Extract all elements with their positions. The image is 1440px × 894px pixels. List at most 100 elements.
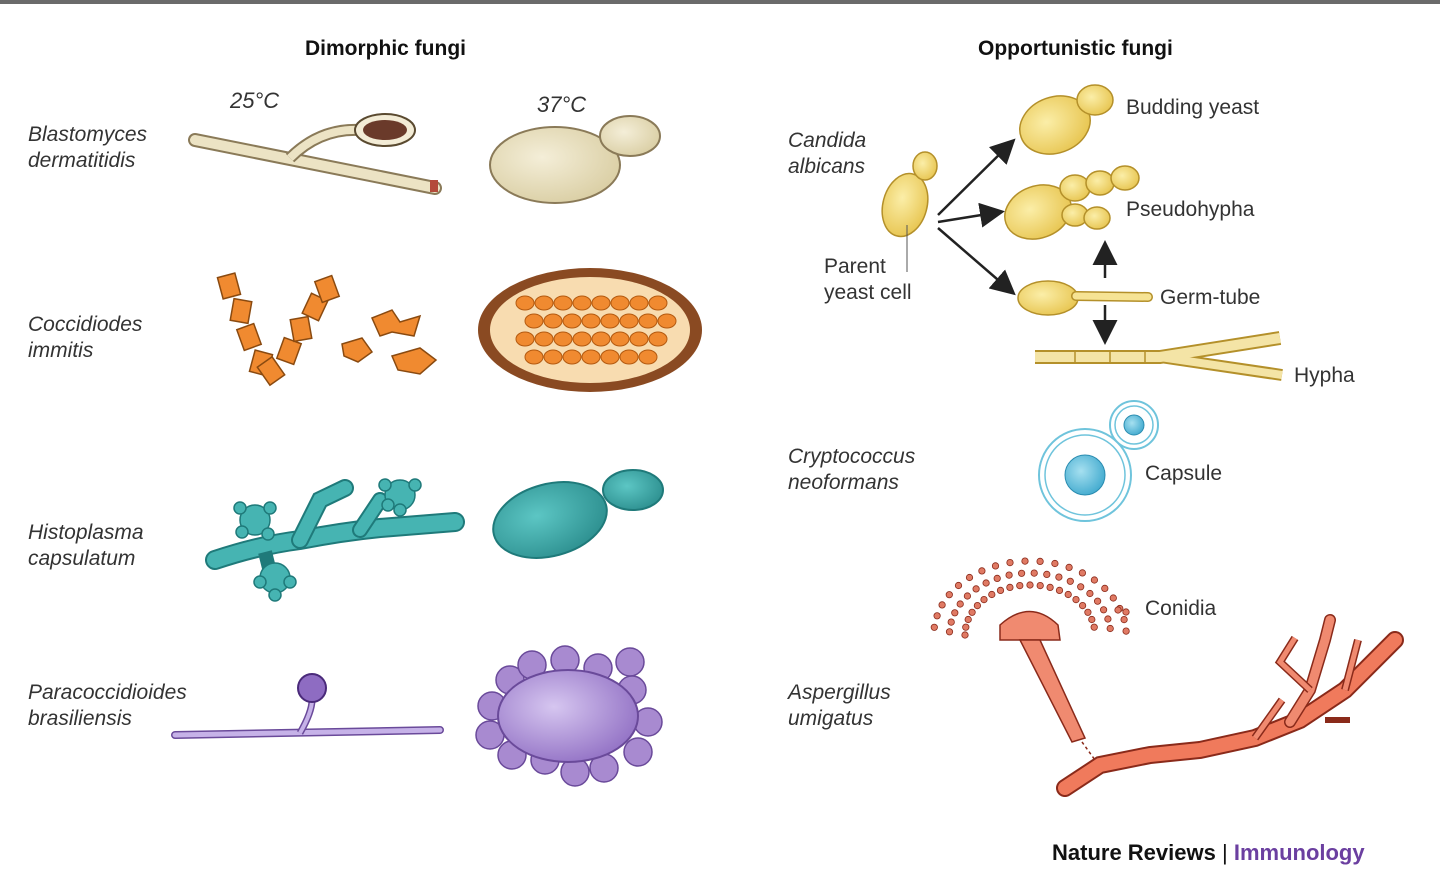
endospore [581, 349, 601, 365]
species-epithet: immitis [28, 339, 94, 362]
aspergillus-hyphae [1056, 614, 1404, 797]
endospore [600, 349, 620, 365]
histoplasma-25c-mold [205, 478, 465, 602]
endospore [572, 331, 592, 347]
conidium [1090, 623, 1098, 631]
conidium [968, 608, 976, 616]
conidium [1109, 594, 1117, 602]
conidium [1055, 586, 1064, 595]
species-candida: Candida albicans [788, 128, 866, 180]
parent-line1: Parent [824, 255, 886, 278]
conidium [962, 623, 970, 631]
species-histoplasma: Histoplasma capsulatum [28, 520, 144, 572]
species-epithet: albicans [788, 155, 866, 178]
conidium [1101, 584, 1109, 593]
species-epithet: neoformans [788, 471, 899, 494]
species-cryptococcus: Cryptococcus neoformans [788, 444, 915, 496]
species-genus: Paracoccidioides [28, 681, 187, 704]
conidium [993, 574, 1001, 583]
hypha-label: Hypha [1294, 364, 1355, 387]
histoplasma-37c-yeast [492, 469, 664, 559]
blastomyces-37c-yeast [489, 115, 661, 204]
conidium [1030, 569, 1038, 577]
conidium [1086, 589, 1094, 598]
conidium [1100, 606, 1108, 614]
conidium [982, 579, 990, 587]
opportunistic-title: Opportunistic fungi [978, 37, 1173, 60]
conidium [1055, 573, 1063, 581]
endospore [610, 295, 630, 311]
conidium [978, 567, 986, 575]
paracoccidioides-37c-pilot-wheel [475, 645, 663, 787]
endospore [562, 349, 582, 365]
conidium [1064, 590, 1072, 599]
publisher-name: Nature Reviews [1052, 840, 1216, 865]
conidium [1088, 615, 1096, 624]
endospore [553, 331, 573, 347]
conidium [930, 623, 938, 631]
endospore [591, 331, 611, 347]
parent-yeast-label: Parent yeast cell [824, 254, 912, 306]
top-rule [0, 0, 1440, 4]
conidium [1021, 557, 1029, 565]
dimorphic-title: Dimorphic fungi [305, 37, 466, 60]
endospore [543, 349, 563, 365]
species-epithet: capsulatum [28, 547, 136, 570]
cryptococcus-cells [1038, 400, 1159, 522]
conidium [954, 581, 963, 590]
pseudohypha-label: Pseudohypha [1126, 198, 1255, 221]
endospore [629, 295, 649, 311]
budding-yeast-label: Budding yeast [1126, 96, 1260, 119]
conidia-label: Conidia [1145, 597, 1217, 620]
species-blastomyces: Blastomyces dermatitidis [28, 122, 147, 174]
endospore [648, 295, 668, 311]
conidium [1072, 595, 1080, 604]
conidium [947, 618, 955, 626]
conidium [1036, 581, 1044, 590]
endospore [629, 331, 649, 347]
conidium [1065, 563, 1073, 572]
endospore [524, 349, 544, 365]
species-aspergillus: Aspergillus umigatus [788, 680, 891, 732]
conidium [1084, 608, 1092, 616]
conidium [1120, 615, 1128, 624]
conidium [1036, 557, 1044, 566]
capsule-label: Capsule [1145, 462, 1223, 485]
endospore [553, 295, 573, 311]
conidium [1026, 581, 1034, 589]
conidium [945, 591, 953, 599]
endospore [534, 295, 554, 311]
coccidioides-37c-spherule [478, 268, 702, 392]
conidium [996, 586, 1005, 595]
parent-line2: yeast cell [824, 281, 912, 304]
journal-name: Immunology [1233, 840, 1365, 865]
species-epithet: dermatitidis [28, 149, 136, 172]
paracoccidioides-25c-mold [171, 673, 444, 739]
species-genus: Blastomyces [28, 123, 148, 146]
endospore [581, 313, 601, 329]
species-paracoccidioides: Paracoccidioides brasiliensis [28, 680, 187, 732]
candida-germ-tube [1017, 280, 1153, 316]
species-genus: Candida [788, 129, 867, 152]
aspergillus-conidiophore [930, 557, 1130, 761]
conidium [1079, 601, 1087, 610]
species-epithet: umigatus [788, 707, 874, 730]
conidium [945, 628, 954, 636]
conidium [1090, 576, 1099, 584]
endospore [648, 331, 668, 347]
endospore [638, 349, 658, 365]
species-epithet: brasiliensis [28, 707, 132, 730]
endospore [657, 313, 677, 329]
endospore [562, 313, 582, 329]
endospore [534, 331, 554, 347]
conidium [965, 573, 974, 582]
endospore [600, 313, 620, 329]
endospore [543, 313, 563, 329]
temp-37c-label: 37°C [537, 92, 587, 117]
endospore [524, 313, 544, 329]
conidium [991, 562, 1000, 570]
conidium [980, 595, 988, 604]
conidium [963, 592, 972, 600]
endospore [572, 295, 592, 311]
conidium [1006, 583, 1014, 592]
